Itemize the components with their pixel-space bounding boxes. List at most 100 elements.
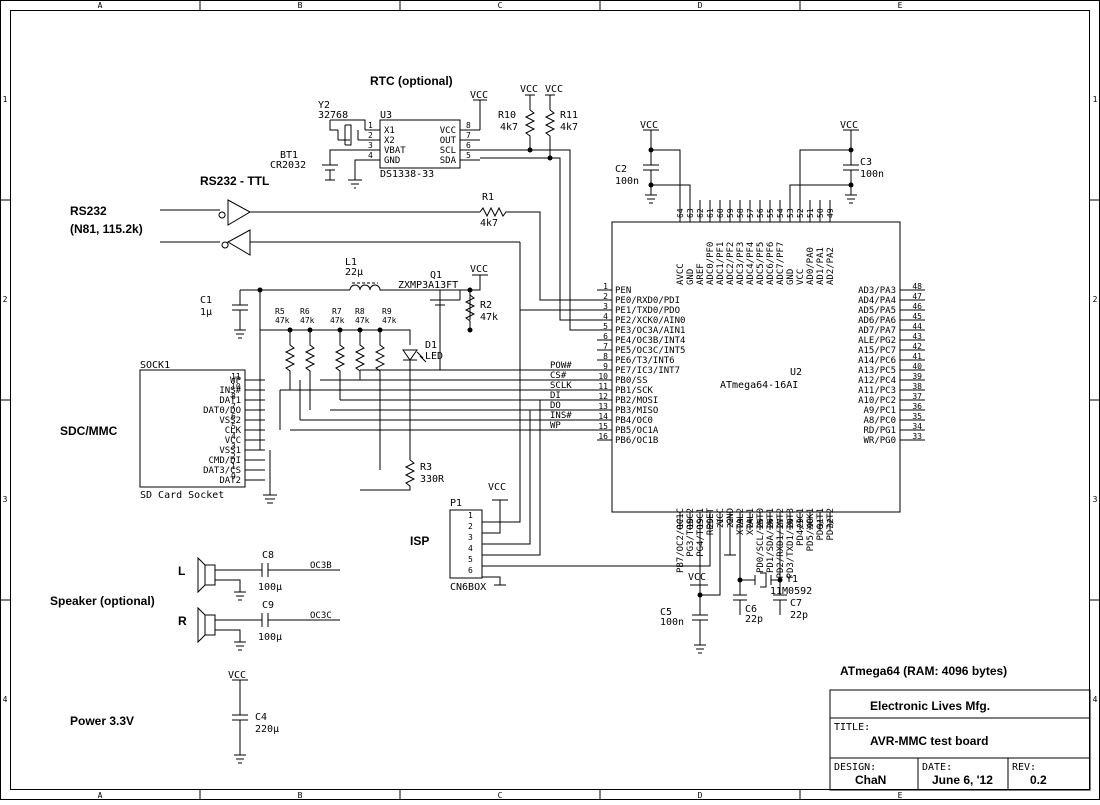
mcu-pin-name: RD/PG1 (863, 426, 896, 436)
title-label: TITLE: (834, 722, 870, 733)
mcu-bottom-circuit: VCC C5 100n Y1 11M0592 C6 22p C7 22p (660, 530, 812, 654)
u3-vcc-label: VCC (470, 90, 488, 101)
u2-value: ATmega64-16AI (720, 380, 798, 391)
mcu-pin-num: 52 (796, 208, 805, 218)
c5-value: 100n (660, 617, 684, 628)
u3-num-2: 2 (368, 131, 373, 140)
isp-connector: P1 CN6BOX 1 2 3 4 5 6 VCC (449, 310, 711, 593)
r5-value: 47k (275, 316, 290, 325)
sdc-heading: SDC/MMC (60, 424, 118, 438)
sock-pin-name: VSS1 (219, 446, 241, 456)
c2-vcc-label: VCC (640, 120, 658, 131)
r1-value: 4k7 (480, 218, 498, 229)
mcu-pin-name: ADC0/PF0 (706, 242, 716, 285)
mcu-pin-name: PD4/IC1 (796, 508, 806, 546)
mcu-pin-num: 34 (912, 422, 922, 431)
col-label-top-b: B (298, 1, 303, 10)
date-label: DATE: (922, 762, 952, 773)
r2-value: 47k (480, 312, 498, 323)
sock-pin-num: 5 (231, 422, 236, 431)
mcu-pin-name: A9/PC1 (863, 406, 896, 416)
title-value: AVR-MMC test board (870, 734, 988, 748)
mcu-pin-name: PD7/T2 (826, 508, 836, 541)
mcu-pin-name: AD4/PA4 (858, 296, 896, 306)
c7-ref: C7 (790, 598, 802, 609)
mcu-pin-num: 11 (598, 382, 608, 391)
mcu-pin-name: PB0/SS (615, 376, 648, 386)
mcu-pin-num: 9 (603, 362, 608, 371)
net-ins: INS# (550, 411, 572, 421)
rev-value: 0.2 (1030, 773, 1047, 787)
sock-pin-num: 11 (231, 372, 241, 381)
mcu-pin-name: PE0/RXD0/PDI (615, 296, 680, 306)
mcu-pin-name: ALE/PG2 (858, 336, 896, 346)
mcu-pin-num: 31 (816, 518, 825, 528)
mcu-pin-num: 30 (806, 518, 815, 528)
y1-ref: Y1 (786, 574, 798, 585)
row-label-right-2: 2 (1093, 295, 1098, 304)
sock-pin-num: 1 (231, 462, 236, 471)
rs232-format: (N81, 115.2k) (70, 222, 143, 236)
mcu-pin-num: 7 (603, 342, 608, 351)
c1-value: 1µ (200, 307, 212, 318)
col-label-bottom-d: D (698, 791, 703, 800)
sock-pin-num: 10 (231, 382, 241, 391)
mcu-pin-name: AD3/PA3 (858, 286, 896, 296)
mcu-pin-name: PE3/OC3A/AIN1 (615, 326, 685, 336)
mcu-pin-num: 27 (776, 518, 785, 528)
d1-value: LED (425, 351, 443, 362)
mcu-pin-num: 29 (796, 518, 805, 528)
mcu-pin-name: AD1/PA1 (816, 247, 826, 285)
sock-pin-name: DAT0/DO (203, 406, 241, 416)
mcu-pin-name: AREF (696, 263, 706, 285)
bt1-ref: BT1 (280, 150, 298, 161)
mcu-pin-num: 39 (912, 372, 922, 381)
mcu-pin-name: A8/PC0 (863, 416, 896, 426)
mcu-pin-name: PB7/OC2/OC1C (676, 508, 686, 573)
mcu-pin-num: 49 (826, 208, 835, 218)
mcu-pin-num: 35 (912, 412, 922, 421)
mcu-pin-num: 61 (706, 208, 715, 218)
u3-num-3: 3 (368, 141, 373, 150)
col-label-bottom-e: E (898, 791, 903, 800)
mcu-pin-name: A15/PC7 (858, 346, 896, 356)
y2-value: 32768 (318, 110, 348, 121)
u2-ref: U2 (790, 367, 802, 378)
r10-value: 4k7 (500, 122, 518, 133)
mcu-pin-num: 45 (912, 312, 922, 321)
mcu-pin-num: 24 (746, 518, 755, 528)
mcu-pin-num: 57 (746, 208, 755, 218)
mcu-pin-name: PB4/OC0 (615, 416, 653, 426)
mcu-pin-num: 48 (912, 282, 922, 291)
speaker-r-label: R (178, 614, 187, 628)
mcu-pin-name: PB3/MISO (615, 406, 658, 416)
mcu-pin-name: AD0/PA0 (806, 247, 816, 285)
mcu-pin-num: 54 (776, 208, 785, 218)
mcu-pin-name: ADC4/PF4 (746, 242, 756, 285)
y1-value: 11M0592 (770, 586, 812, 597)
mcu-pin-num: 36 (912, 402, 922, 411)
c9-ref: C9 (262, 600, 274, 611)
mcu-pin-name: AD6/PA6 (858, 316, 896, 326)
u3-ref: U3 (380, 110, 392, 121)
mcu-pin-num: 15 (598, 422, 608, 431)
r2-ref: R2 (480, 300, 492, 311)
isp-heading: ISP (410, 534, 429, 548)
p1-pin-6: 6 (468, 566, 473, 575)
r11-value: 4k7 (560, 122, 578, 133)
title-company: Electronic Lives Mfg. (870, 699, 990, 713)
sock-pin-num: 7 (231, 402, 236, 411)
mcu-pin-num: 3 (603, 302, 608, 311)
row-label-left-4: 4 (3, 695, 8, 704)
mcu-pin-name: PD3/TXD1/INT3 (786, 508, 796, 578)
mcu-pin-name: AD2/PA2 (826, 247, 836, 285)
power-bulk: VCC C4 220µ (228, 670, 279, 764)
r7-ref: R7 (332, 307, 342, 316)
net-sclk: SCLK (550, 381, 572, 391)
rs232-heading: RS232 (70, 204, 107, 218)
r9-ref: R9 (382, 307, 392, 316)
c4-value: 220µ (255, 724, 279, 735)
row-label-right-3: 3 (1093, 495, 1098, 504)
mcu-pin-name: PE1/TXD0/PDO (615, 306, 680, 316)
